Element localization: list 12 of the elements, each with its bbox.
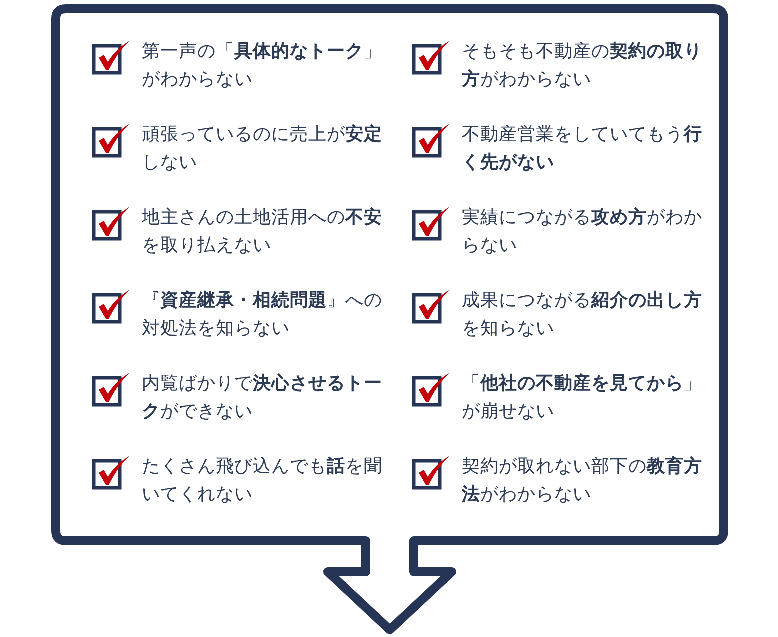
checklist-item-text: 不動産営業をしていてもう行く先がない [462,123,704,175]
checklist-item-text: 第一声の「具体的なトーク」がわからない [142,40,384,92]
checklist-item-text: 契約が取れない部下の教育方法がわからない [462,455,704,507]
checklist-item-text: 成果につながる紹介の出し方を知らない [462,289,704,341]
checklist-item-text: 内覧ばかりで決心させるトークができない [142,372,384,424]
checklist-item-text: たくさん飛び込んでも話を聞いてくれない [142,455,384,507]
checklist-item-text: そもそも不動産の契約の取り方がわからない [462,40,704,92]
checklist-item-text: 地主さんの土地活用への不安を取り払えない [142,206,384,258]
checklist-item-text: 「他社の不動産を見てから」が崩せない [462,372,704,424]
checklist-item-text: 『資産継承・相続問題』への対処法を知らない [142,289,384,341]
checklist-item-text: 実績につながる攻め方がわからない [462,206,704,258]
checklist-item-text: 頑張っているのに売上が安定しない [142,123,384,175]
